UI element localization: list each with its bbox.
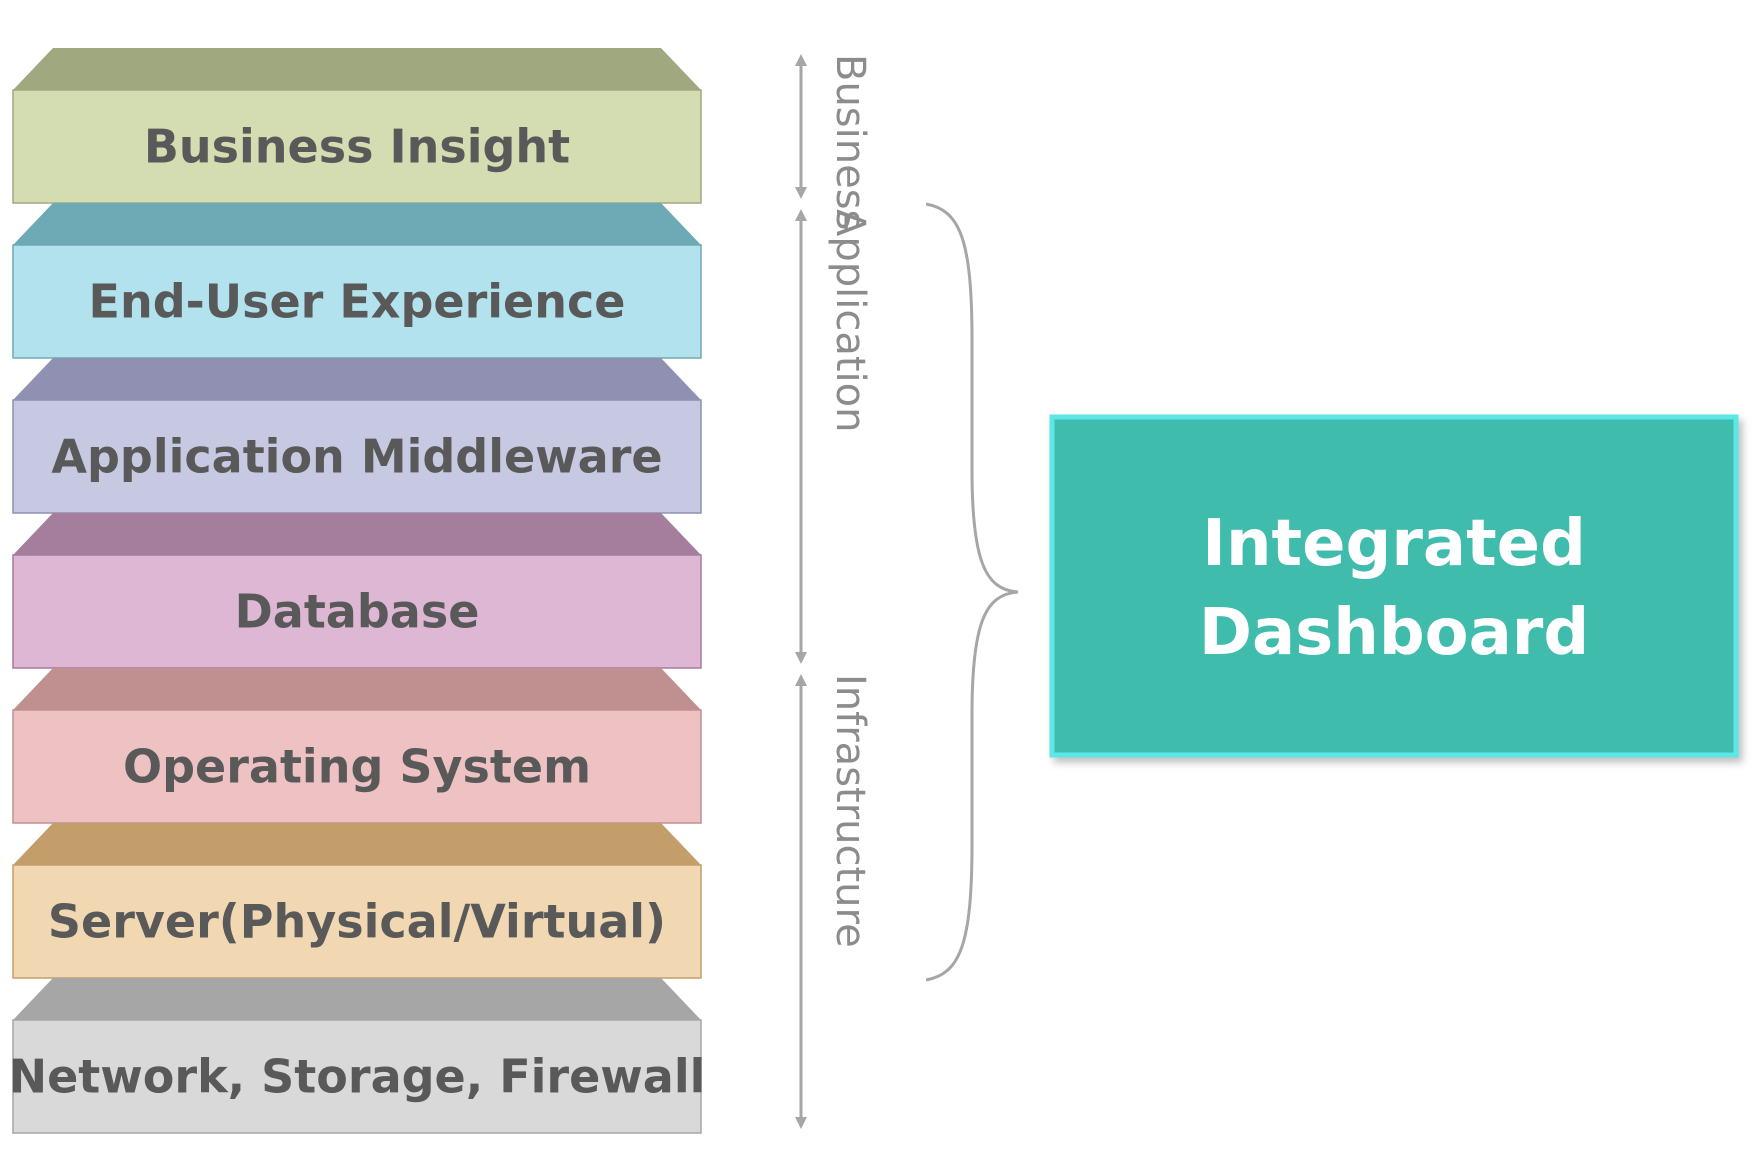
layer-label: Server(Physical/Virtual)	[48, 895, 666, 949]
layer-database: Database	[12, 513, 702, 669]
layer-application-middleware: Application Middleware	[12, 358, 702, 514]
layer-label: Operating System	[123, 740, 591, 794]
layer-top-face	[13, 203, 701, 245]
layer-label: End-User Experience	[89, 275, 626, 329]
layer-label: Database	[235, 585, 480, 639]
dashboard-rect	[1049, 414, 1739, 758]
zone-label-business: Business	[827, 54, 873, 230]
layer-top-face	[13, 978, 701, 1020]
layer-end-user-experience: End-User Experience	[12, 203, 702, 359]
dashboard-title-line-2: Dashboard	[1199, 596, 1589, 670]
integrated-dashboard-box: Integrated Dashboard	[1049, 414, 1739, 758]
layer-front-face	[12, 864, 702, 979]
grouping-brace	[925, 202, 1019, 982]
layer-top-face	[13, 358, 701, 400]
layer-business-insight: Business Insight	[12, 48, 702, 204]
layer-front-face	[12, 709, 702, 824]
zone-label-infrastructure: Infrastructure	[827, 674, 873, 948]
layer-label: Business Insight	[144, 120, 570, 174]
layer-top-face	[13, 823, 701, 865]
layer-front-face	[12, 399, 702, 514]
layer-top-face	[13, 48, 701, 90]
zone-label-application: Application	[827, 209, 873, 433]
dashboard-title-line-1: Integrated	[1202, 507, 1586, 581]
layer-network-storage-firewall: Network, Storage, Firewall	[9, 978, 706, 1134]
layer-front-face	[12, 554, 702, 669]
layer-front-face	[12, 244, 702, 359]
layer-server-physical-virtual: Server(Physical/Virtual)	[12, 823, 702, 979]
layer-operating-system: Operating System	[12, 668, 702, 824]
layer-front-face	[12, 1019, 702, 1134]
layer-top-face	[13, 668, 701, 710]
layer-front-face	[12, 89, 702, 204]
layer-label: Network, Storage, Firewall	[9, 1050, 706, 1104]
layer-top-face	[13, 513, 701, 555]
layer-label: Application Middleware	[51, 430, 662, 484]
